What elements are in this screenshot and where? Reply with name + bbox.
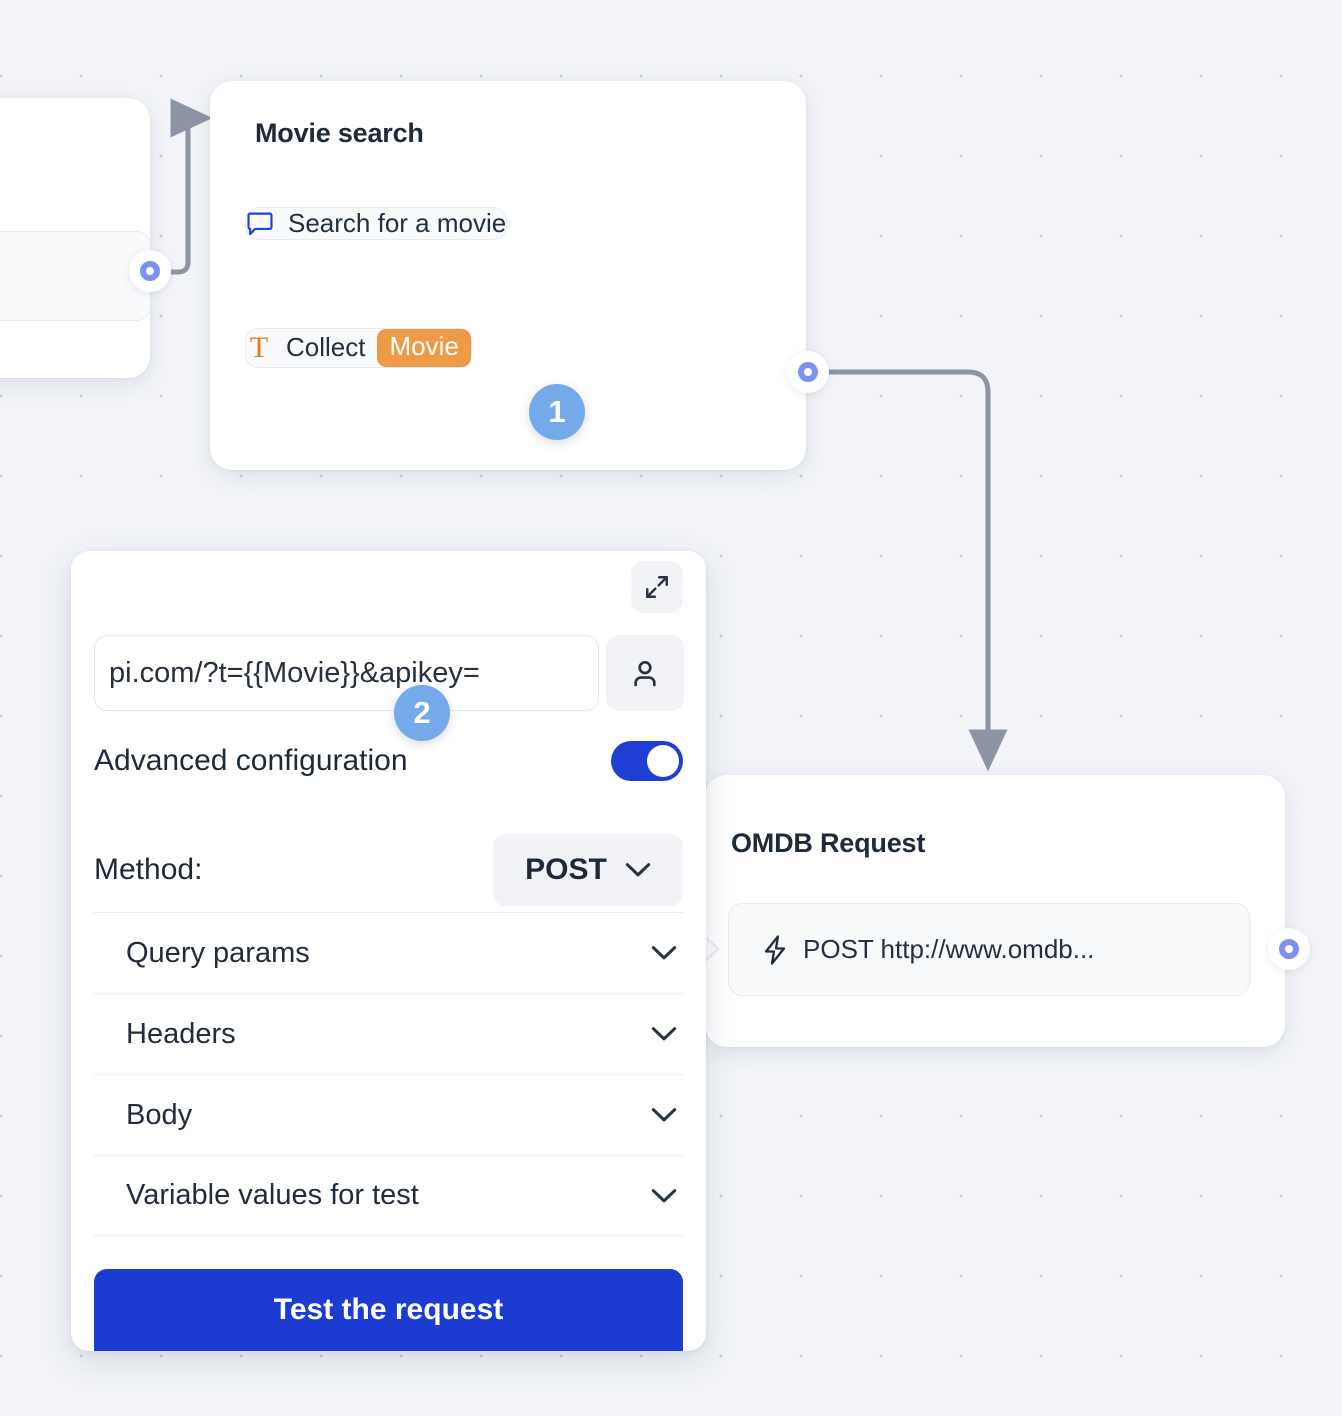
node-row-post-request[interactable]: POST http://www.omdb... (728, 903, 1250, 996)
method-row: Method: POST (94, 834, 683, 906)
advanced-configuration-label: Advanced configuration (94, 744, 408, 777)
person-icon (634, 661, 656, 687)
method-label: Method: (94, 853, 203, 886)
chevron-down-icon (651, 1108, 677, 1122)
section-label: Body (126, 1098, 193, 1131)
chevron-down-icon (625, 863, 651, 877)
connector-dot-movie-search-output[interactable] (787, 351, 829, 393)
user-auth-button[interactable] (606, 635, 684, 711)
node-row-search-for-a-movie[interactable]: Search for a movie (245, 207, 508, 240)
advanced-configuration-toggle[interactable] (611, 741, 683, 781)
step-badge-2: 2 (394, 685, 450, 741)
partial-node-card[interactable] (0, 98, 151, 378)
collect-label-prefix: Collect (286, 332, 366, 363)
expand-panel-button[interactable] (631, 561, 683, 613)
edge-partial-to-movie (167, 98, 213, 275)
section-label: Headers (126, 1017, 236, 1050)
request-url-input[interactable]: pi.com/?t={{Movie}}&apikey= (94, 635, 599, 711)
node-row-label: POST http://www.omdb... (803, 934, 1095, 964)
expand-diagonal-icon (646, 576, 668, 598)
section-label: Query params (126, 936, 310, 969)
method-value: POST (525, 853, 607, 886)
text-variable-icon: T (249, 330, 269, 364)
section-headers[interactable]: Headers (94, 993, 683, 1074)
method-select[interactable]: POST (493, 834, 683, 906)
test-the-request-button[interactable]: Test the request (94, 1269, 683, 1351)
lightning-bolt-icon (761, 934, 789, 965)
step-badge-1: 1 (529, 384, 585, 440)
url-field-group[interactable]: pi.com/?t={{Movie}}&apikey= (94, 635, 684, 711)
chevron-down-icon (651, 1027, 677, 1041)
connector-dot-partial-output[interactable] (129, 250, 171, 292)
config-sections: Query params Headers Body Variable value… (94, 912, 683, 1236)
chevron-down-icon (651, 946, 677, 960)
movie-search-title: Movie search (255, 118, 424, 148)
request-config-panel[interactable]: pi.com/?t={{Movie}}&apikey= Advanced con… (71, 551, 706, 1351)
variable-chip-movie[interactable]: Movie (377, 329, 471, 367)
node-row-label: Collect Movie (286, 329, 471, 367)
connector-dot-omdb-output[interactable] (1268, 928, 1310, 970)
omdb-request-title: OMDB Request (731, 828, 926, 858)
movie-search-node[interactable]: Movie search (210, 81, 806, 470)
section-query-params[interactable]: Query params (94, 912, 683, 993)
section-variable-values-for-test[interactable]: Variable values for test (94, 1155, 683, 1236)
chevron-down-icon (651, 1188, 677, 1202)
node-row-label: Search for a movie (288, 208, 507, 238)
advanced-configuration-row[interactable]: Advanced configuration (94, 741, 683, 781)
node-row-collect-variable[interactable]: T Collect Movie (245, 328, 472, 368)
speech-bubble-icon (246, 212, 274, 236)
edge-movie-to-omdb (827, 369, 1008, 772)
section-body[interactable]: Body (94, 1074, 683, 1155)
partial-node-row[interactable] (0, 231, 151, 321)
section-label: Variable values for test (126, 1179, 419, 1211)
